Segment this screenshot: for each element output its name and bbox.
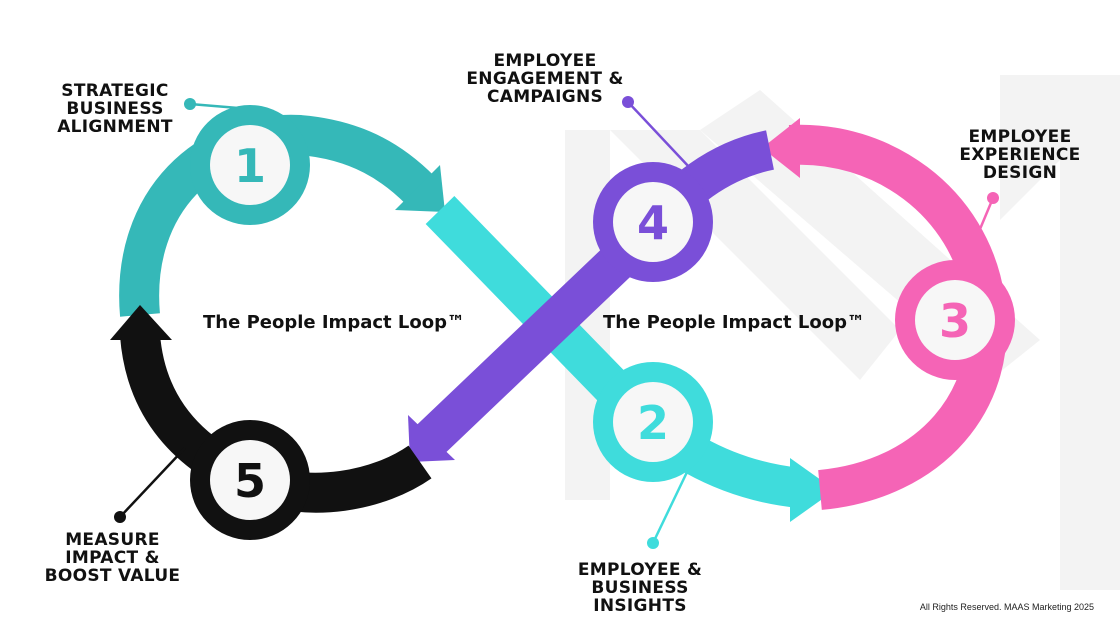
- svg-text:5: 5: [234, 454, 266, 508]
- arrowhead-step-1: [395, 165, 445, 212]
- loop-title-right: The People Impact Loop™: [603, 312, 865, 333]
- node-2: 2: [593, 362, 713, 482]
- node-3: 3: [895, 260, 1015, 380]
- leader-line-2: [651, 469, 690, 544]
- node-1: 1: [190, 105, 310, 225]
- svg-text:2: 2: [637, 396, 669, 450]
- node-5: 5: [190, 420, 310, 540]
- copyright-footer: All Rights Reserved. MAAS Marketing 2025: [919, 602, 1094, 612]
- loop-title-left: The People Impact Loop™: [203, 312, 465, 333]
- leader-line-5: [119, 447, 186, 518]
- leader-dot-3: [987, 192, 999, 204]
- svg-text:1: 1: [234, 139, 266, 193]
- arrowhead-step-2: [790, 458, 835, 522]
- leader-dot-1: [184, 98, 196, 110]
- arrowhead-step-4: [408, 415, 455, 462]
- leader-line-4: [627, 101, 691, 169]
- leader-dot-5: [114, 511, 126, 523]
- svg-text:4: 4: [637, 196, 669, 250]
- leader-line-3: [963, 197, 995, 266]
- node-4: 4: [593, 162, 713, 282]
- arrowhead-step-5: [110, 305, 172, 340]
- leader-dot-4: [622, 96, 634, 108]
- svg-text:3: 3: [939, 294, 971, 348]
- leader-dot-2: [647, 537, 659, 549]
- arrowhead-step-3: [762, 118, 800, 178]
